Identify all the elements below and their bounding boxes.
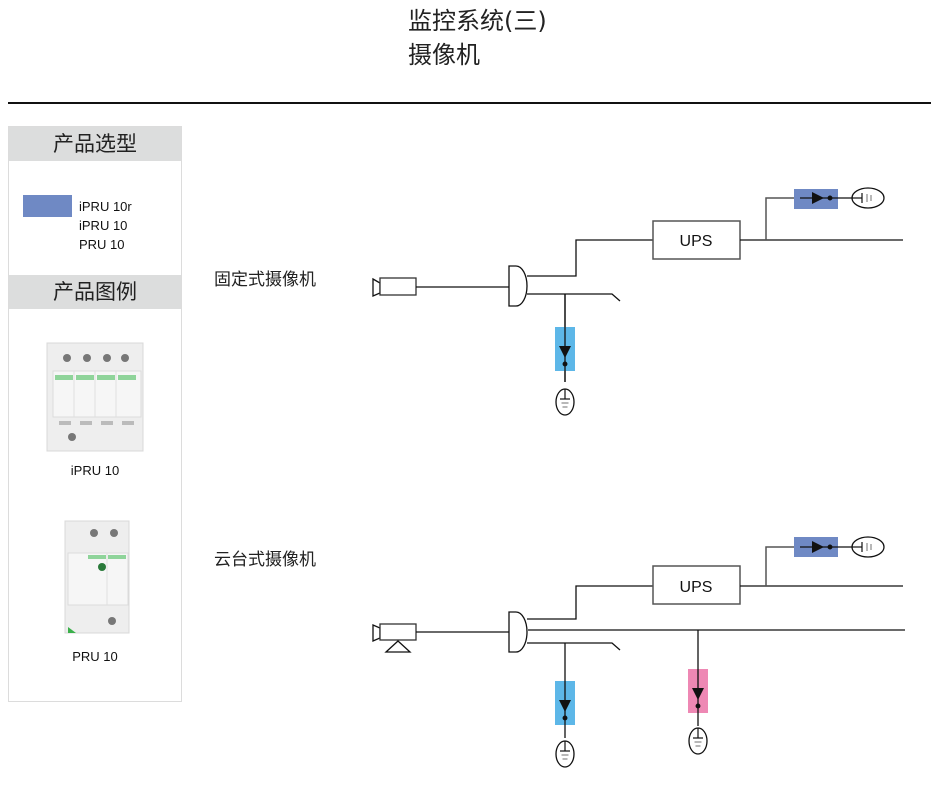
model-item: iPRU 10r	[79, 199, 132, 214]
junction-box-icon	[508, 265, 528, 307]
legend-swatch	[23, 195, 72, 217]
ground-icon	[688, 727, 708, 755]
ups-label: UPS	[680, 579, 713, 596]
product-image-pru10	[64, 520, 130, 634]
ups-label: UPS	[680, 233, 713, 250]
ground-icon	[555, 388, 575, 416]
ptz-camera-icon	[372, 623, 417, 653]
product-caption: iPRU 10	[70, 463, 120, 478]
model-list: iPRU 10r iPRU 10 PRU 10	[79, 197, 132, 254]
page-title: 监控系统(三) 摄像机	[408, 4, 547, 72]
ups-box	[652, 220, 741, 260]
header-divider	[8, 102, 931, 104]
diagram-label-ptz-camera: 云台式摄像机	[214, 550, 316, 570]
ground-icon	[555, 740, 575, 768]
fixed-camera-icon	[372, 277, 417, 297]
product-selection-heading: 产品选型	[9, 127, 181, 161]
product-caption: PRU 10	[72, 649, 118, 664]
product-image-ipru10	[46, 342, 144, 452]
model-item: iPRU 10	[79, 218, 128, 233]
sidebar: 产品选型 iPRU 10r iPRU 10 PRU 10 产品图例 iPRU 1…	[8, 126, 182, 702]
diagram-label-fixed-camera: 固定式摄像机	[214, 270, 316, 290]
diagram-fixed-camera	[372, 187, 903, 416]
page-title-line2: 摄像机	[408, 41, 480, 69]
product-example-heading: 产品图例	[9, 275, 181, 309]
junction-box-icon	[508, 611, 528, 653]
ground-icon	[851, 187, 885, 209]
page-title-line1: 监控系统(三)	[408, 7, 547, 35]
model-item: PRU 10	[79, 237, 125, 252]
diagram-ptz-camera	[372, 536, 905, 768]
ups-box	[652, 565, 741, 605]
ground-icon	[851, 536, 885, 558]
